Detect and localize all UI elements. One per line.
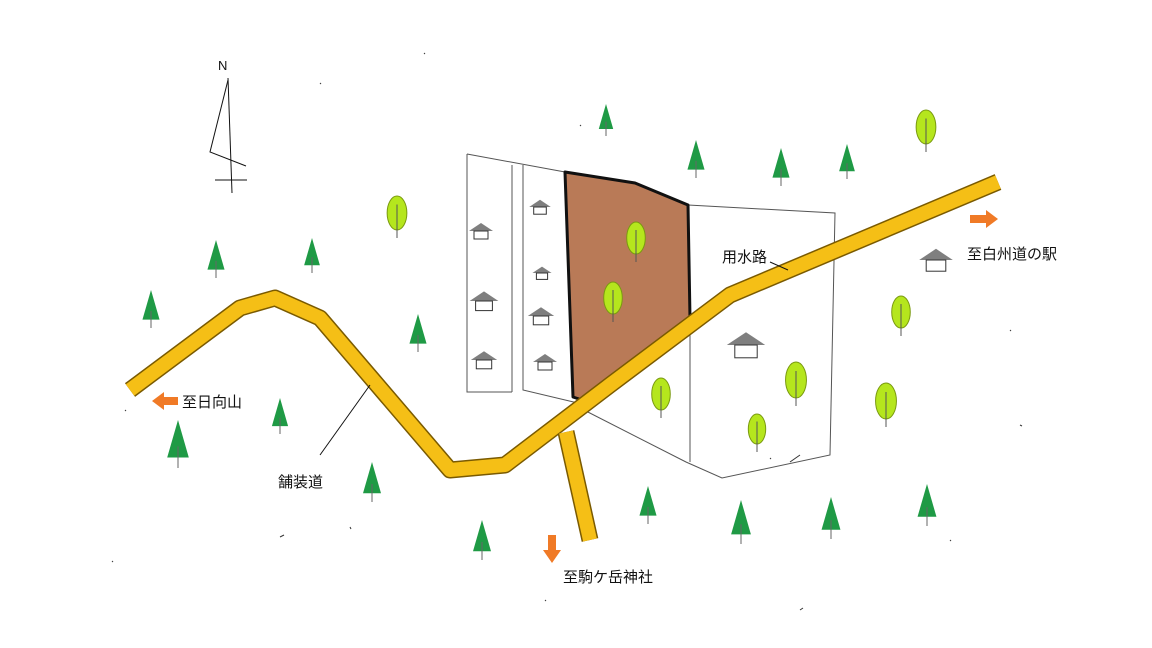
- label-to-hakushu-roadside-station: 至白州道の駅: [967, 245, 1058, 263]
- round-tree-icon: [747, 413, 767, 452]
- round-tree-group: [386, 109, 937, 452]
- tree-icon: [731, 500, 751, 544]
- tree-icon: [821, 497, 841, 539]
- tree-icon: [772, 148, 790, 186]
- direction-arrow-down-icon: [543, 535, 561, 563]
- north-label: N: [218, 58, 228, 73]
- house-icon: [470, 351, 498, 370]
- house-icon: [532, 266, 552, 280]
- label-paved-road: 舗装道: [278, 473, 324, 491]
- boundary-line: [466, 154, 512, 393]
- boundary-line: [579, 204, 836, 479]
- boundary-line: [522, 165, 583, 405]
- house-icon: [726, 332, 766, 359]
- canal-leader-line: [769, 261, 789, 271]
- house-icon: [469, 291, 499, 312]
- label-canal: 用水路: [722, 248, 768, 266]
- label-to-hinatayama: 至日向山: [182, 393, 243, 411]
- house-icon: [919, 248, 953, 272]
- tree-icon: [271, 398, 289, 434]
- parcel-boundaries: [466, 153, 836, 479]
- round-tree-icon: [626, 221, 646, 262]
- label-to-komagatake-shrine: 至駒ケ岳神社: [563, 568, 654, 586]
- tree-group: [142, 104, 937, 560]
- tree-icon: [473, 520, 491, 560]
- round-tree-icon: [915, 109, 937, 152]
- branch-road: [557, 430, 599, 542]
- boundary-line: [466, 153, 566, 173]
- round-tree-icon: [891, 295, 911, 336]
- tree-icon: [167, 420, 189, 468]
- tree-icon: [363, 462, 381, 502]
- tree-icon: [687, 140, 705, 178]
- tree-icon: [639, 486, 657, 524]
- round-tree-icon: [785, 361, 807, 406]
- tree-icon: [207, 240, 225, 278]
- house-icon: [527, 307, 555, 326]
- round-tree-icon: [875, 382, 897, 427]
- paved-road: [124, 174, 1002, 479]
- round-tree-icon: [386, 195, 408, 238]
- house-icon: [469, 223, 493, 240]
- tree-icon: [409, 314, 427, 352]
- house-group: [469, 199, 953, 371]
- tree-icon: [598, 104, 614, 136]
- tree-icon: [917, 484, 937, 526]
- direction-arrow-left-icon: [152, 392, 178, 410]
- paved-road-leader-line: [319, 384, 371, 456]
- map-specks: [111, 52, 1023, 611]
- direction-arrow-right-icon: [970, 210, 998, 228]
- tree-icon: [304, 238, 320, 273]
- house-icon: [533, 354, 557, 371]
- north-arrow-icon: [209, 77, 247, 194]
- tree-icon: [839, 144, 855, 179]
- tree-icon: [142, 290, 160, 328]
- round-tree-icon: [603, 281, 623, 322]
- house-icon: [529, 199, 551, 215]
- round-tree-icon: [651, 377, 671, 418]
